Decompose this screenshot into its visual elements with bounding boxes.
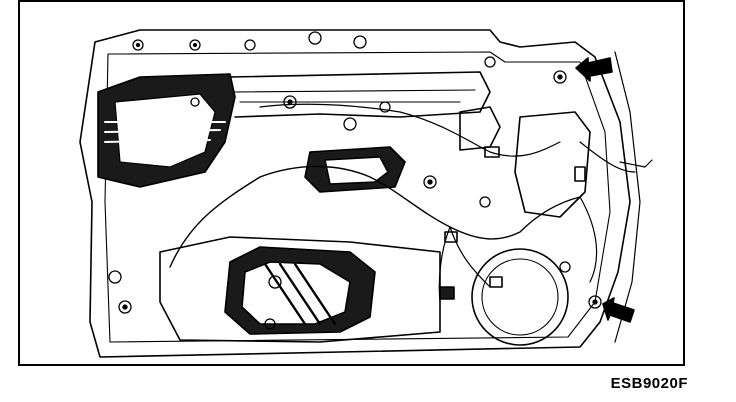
- door-seal: [614, 51, 641, 343]
- cavity-stripes: [104, 121, 226, 143]
- fastener-holes: [108, 31, 602, 330]
- connector-2: [439, 286, 455, 300]
- lower-cavity: [159, 236, 441, 343]
- speaker-opening-inner: [481, 258, 559, 336]
- connector-5: [484, 146, 500, 158]
- speaker-opening: [471, 248, 569, 346]
- wiring-harness-right: [579, 141, 636, 283]
- middle-recess-inner: [324, 156, 389, 185]
- door-inner-panel-drawing: [79, 29, 653, 358]
- upper-rail: [229, 71, 491, 118]
- door-panel-diagram: [18, 0, 685, 366]
- connector-4: [574, 166, 586, 182]
- right-module: [514, 111, 591, 218]
- connector-3: [489, 276, 503, 288]
- connector-1: [444, 231, 458, 243]
- arrow-upper-right: [575, 57, 613, 82]
- wire-right-exit: [619, 159, 653, 168]
- wiring-harness-upper: [259, 103, 561, 157]
- upper-rail-2: [234, 89, 476, 103]
- regulator-plate-detail: [241, 261, 351, 325]
- door-panel-inner-edge: [104, 51, 611, 343]
- right-bracket: [459, 106, 501, 151]
- figure-code-label: ESB9020F: [610, 375, 688, 392]
- regulator-rails: [263, 262, 337, 326]
- door-panel-outline: [79, 29, 631, 358]
- arrow-lower-right: [602, 297, 635, 323]
- wiring-harness-main: [169, 165, 581, 268]
